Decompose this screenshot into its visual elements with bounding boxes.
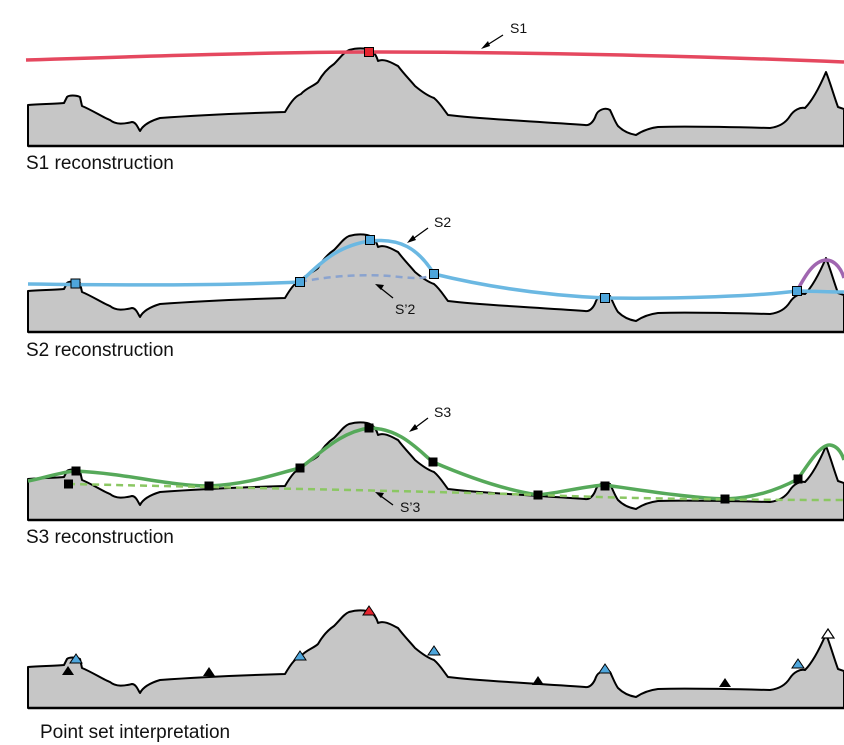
- marker-triangle-blue: [293, 650, 307, 661]
- curve-label-s3: S3: [434, 404, 451, 420]
- label-arrowhead: [409, 424, 418, 432]
- marker-square-black: [428, 457, 438, 467]
- marker-square-black: [720, 494, 730, 504]
- panel-caption: S3 reconstruction: [26, 527, 174, 548]
- marker-triangle-black: [719, 678, 731, 687]
- marker-square-blue: [365, 235, 375, 245]
- marker-square-black: [533, 490, 543, 500]
- curve-label-s3-prime: S’3: [400, 499, 420, 515]
- curve-s2-alternate: [795, 258, 844, 292]
- terrain-profile: [27, 47, 844, 147]
- marker-square-blue: [792, 286, 802, 296]
- panel-caption: Point set interpretation: [40, 722, 230, 743]
- panel-points: Point set interpretation: [27, 605, 844, 743]
- marker-triangle-white: [820, 627, 836, 639]
- curve-s2-prime: [299, 272, 435, 284]
- marker-square-black: [204, 481, 214, 491]
- terrain-profile: [27, 421, 844, 521]
- marker-triangle-blue: [791, 658, 805, 669]
- label-arrowhead: [481, 41, 490, 49]
- panel-s2: S2 S’2 S2 reconstruction: [26, 214, 844, 361]
- marker-square-black: [295, 463, 305, 473]
- label-arrowhead: [407, 235, 416, 243]
- panel-s3: S3 S’3 S3 reconstruction: [26, 404, 844, 548]
- marker-square-blue: [600, 293, 610, 303]
- marker-triangle-blue: [427, 645, 441, 656]
- marker-square-black: [600, 481, 610, 491]
- panel-caption: S2 reconstruction: [26, 340, 174, 361]
- marker-square-black: [793, 474, 803, 484]
- curve-label-s2-prime: S’2: [395, 301, 415, 317]
- marker-square-black: [64, 479, 73, 489]
- marker-triangle-black: [62, 666, 74, 675]
- curve-label-s1: S1: [510, 20, 527, 36]
- panel-caption: S1 reconstruction: [26, 153, 174, 174]
- terrain-profile: [27, 609, 844, 709]
- marker-square-black: [364, 423, 374, 433]
- marker-triangle-black: [532, 676, 544, 685]
- marker-square-black: [71, 466, 81, 476]
- marker-triangle-red: [362, 605, 376, 616]
- curve-s1: [25, 50, 844, 64]
- label-arrowhead: [375, 284, 384, 290]
- label-arrowhead: [375, 492, 384, 498]
- marker-square-blue: [70, 278, 81, 289]
- marker-triangle-black: [203, 667, 215, 676]
- terrain-profile: [27, 233, 844, 333]
- marker-square-blue: [429, 269, 439, 279]
- marker-square-red: [364, 47, 374, 57]
- marker-triangle-blue: [69, 653, 83, 664]
- panel-s1: S1 S1 reconstruction: [25, 20, 844, 174]
- marker-triangle-blue: [598, 663, 612, 674]
- marker-square-blue: [295, 277, 305, 287]
- curve-label-s2: S2: [434, 214, 451, 230]
